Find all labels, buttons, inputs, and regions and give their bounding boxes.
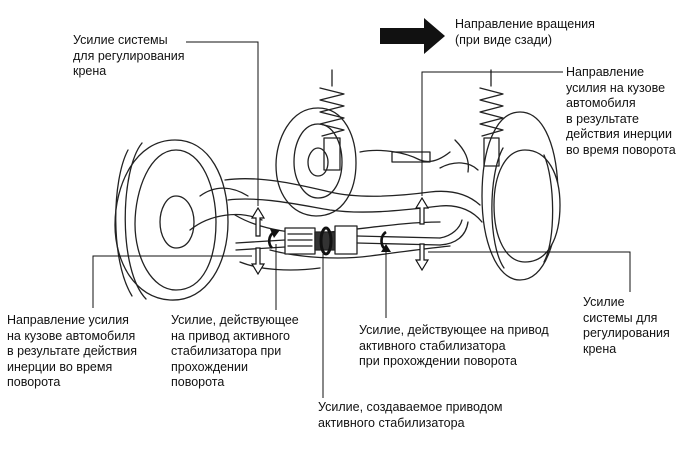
active-stabilizer: [235, 219, 469, 255]
actuator-rotation-arrow-left: [267, 229, 280, 249]
left-coil-spring: [319, 69, 345, 171]
body-force-arrow-right: [414, 196, 430, 225]
label-roll-force-bottom-right: Усилие системы для регулирования крена: [583, 295, 670, 356]
rear-left-wheel: [275, 107, 357, 217]
actuator-rotation-arrow-center: [319, 226, 333, 256]
right-wheel: [481, 111, 561, 281]
label-actuator-generated-force: Усилие, создаваемое приводом активного с…: [318, 400, 503, 430]
right-coil-spring: [479, 69, 504, 167]
label-roll-force-top-left: Усилие системы для регулирования крена: [73, 33, 185, 78]
leader-lines: [92, 41, 631, 398]
label-actuator-force-left: Усилие, действующее на привод активного …: [171, 313, 299, 389]
label-rotation-direction: Направление вращения (при виде сзади): [455, 17, 595, 47]
suspension-assembly: [114, 69, 561, 301]
roll-force-arrow-right: [414, 243, 430, 272]
label-actuator-force-right: Усилие, действующее на привод активного …: [359, 323, 549, 368]
body-force-arrow-left: [250, 247, 266, 276]
roll-force-arrow-left: [250, 206, 266, 237]
label-body-force-bottom-left: Направление усилия на кузове автомобиля …: [7, 313, 138, 389]
left-wheel: [114, 139, 229, 301]
label-body-force-top-right: Направление усилия на кузове автомобиля …: [566, 65, 676, 157]
rotation-direction-arrow: [380, 18, 445, 54]
